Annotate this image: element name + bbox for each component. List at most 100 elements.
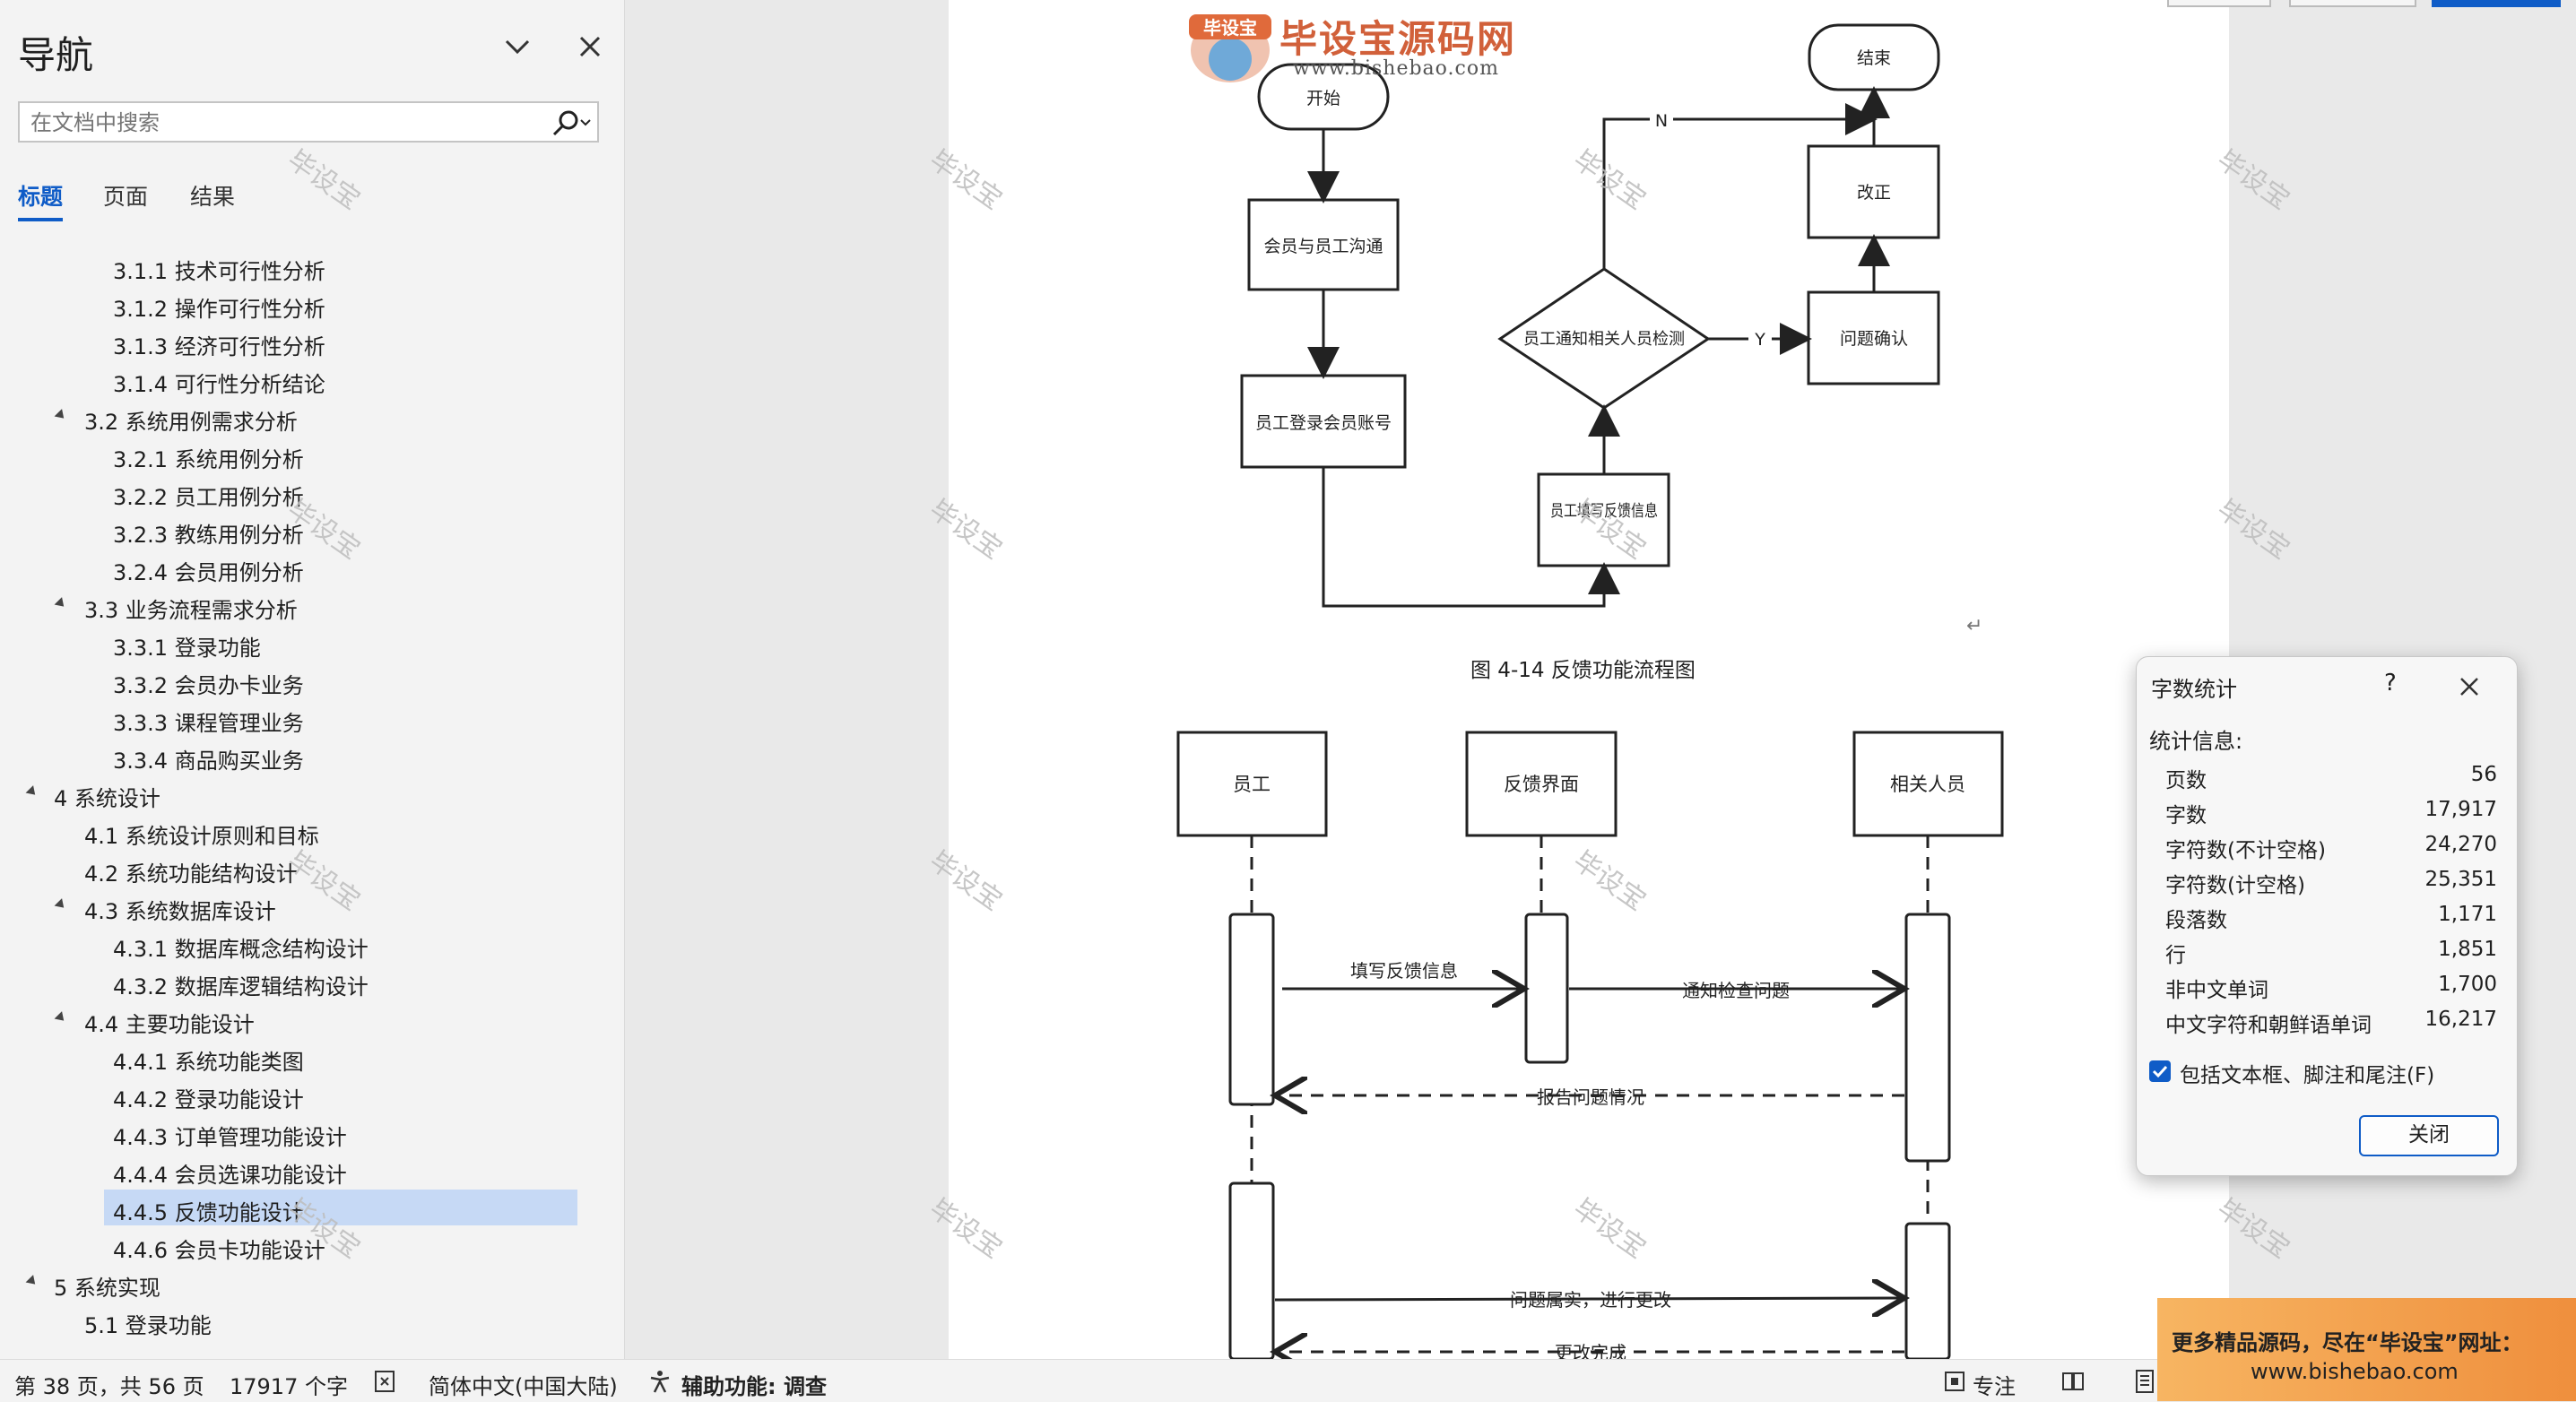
- tab-results[interactable]: 结果: [190, 184, 236, 210]
- focus-icon[interactable]: [1942, 1369, 1967, 1394]
- toc-item-label: 3.2.4 会员用例分析: [113, 560, 304, 585]
- tab-headings[interactable]: 标题: [18, 184, 64, 210]
- toc-item[interactable]: 4.4.4 会员选课功能设计: [0, 1152, 624, 1190]
- stat-label: 字符数(计空格): [2165, 874, 2305, 897]
- watermark-logo: 毕设宝: [1184, 7, 1542, 86]
- toc-item[interactable]: 3.3 业务流程需求分析: [0, 587, 624, 625]
- page-count[interactable]: 第 38 页，共 56 页: [14, 1374, 204, 1399]
- ad-url: www.bishebao.com: [2251, 1359, 2459, 1384]
- toc-item[interactable]: 4.4.2 登录功能设计: [0, 1077, 624, 1114]
- toc-item-label: 3.1.2 操作可行性分析: [113, 297, 325, 322]
- toc-item-label: 3.2 系统用例需求分析: [84, 410, 298, 435]
- chevron-down-icon[interactable]: [498, 27, 537, 66]
- toc-item[interactable]: 5 系统实现: [0, 1265, 624, 1302]
- toc-item[interactable]: 4.1 系统设计原则和目标: [0, 813, 624, 851]
- word-count[interactable]: 17917 个字: [230, 1374, 348, 1399]
- stat-value: 24,270: [2424, 833, 2497, 856]
- toc-item-label: 3.1.4 可行性分析结论: [113, 372, 325, 397]
- toc-item[interactable]: 4.4.6 会员卡功能设计: [0, 1227, 624, 1265]
- document-top-edge: [949, 0, 2229, 9]
- ad-banner: 更多精品源码，尽在“毕设宝”网址： www.bishebao.com: [2157, 1298, 2576, 1401]
- toc-item[interactable]: 3.3.1 登录功能: [0, 625, 624, 662]
- stat-value: 1,700: [2438, 973, 2497, 996]
- help-icon[interactable]: ?: [2384, 670, 2397, 697]
- toc-item-label: 5 系统实现: [54, 1276, 160, 1301]
- toc-item[interactable]: 3.3.3 课程管理业务: [0, 700, 624, 738]
- toc-item[interactable]: 3.2 系统用例需求分析: [0, 399, 624, 437]
- toc-item[interactable]: 5.1 登录功能: [0, 1302, 624, 1340]
- toc-item-label: 4.4.5 反馈功能设计: [113, 1200, 304, 1225]
- stat-label: 字符数(不计空格): [2165, 839, 2326, 862]
- toc-item[interactable]: 3.2.4 会员用例分析: [0, 550, 624, 587]
- expand-triangle-icon[interactable]: [54, 1011, 68, 1025]
- toc-item[interactable]: 3.2.1 系统用例分析: [0, 437, 624, 474]
- stat-value: 1,171: [2438, 903, 2497, 926]
- toc-item[interactable]: 4 系统设计: [0, 775, 624, 813]
- toc-item-label: 3.3.3 课程管理业务: [113, 711, 304, 736]
- accessibility-status[interactable]: 辅助功能: 调查: [681, 1374, 827, 1399]
- search-input[interactable]: [29, 108, 534, 138]
- expand-triangle-icon[interactable]: [25, 1275, 39, 1288]
- include-textboxes-checkbox[interactable]: [2149, 1060, 2171, 1082]
- toc-item-label: 3.1.1 技术可行性分析: [113, 259, 325, 284]
- toc-item[interactable]: 3.1.3 经济可行性分析: [0, 324, 624, 361]
- toc-item[interactable]: 3.1.2 操作可行性分析: [0, 286, 624, 324]
- stat-label: 段落数: [2165, 909, 2227, 932]
- stat-row: 段落数 1,171: [2165, 903, 2497, 937]
- toc-item-label: 4.2 系统功能结构设计: [84, 861, 298, 887]
- language[interactable]: 简体中文(中国大陆): [429, 1374, 618, 1399]
- toc-item[interactable]: 4.3.2 数据库逻辑结构设计: [0, 964, 624, 1001]
- accessibility-icon[interactable]: [647, 1369, 672, 1394]
- toc-item-label: 4.4.4 会员选课功能设计: [113, 1163, 347, 1188]
- ad-line1: 更多精品源码，尽在“毕设宝”网址：: [2172, 1330, 2523, 1355]
- toc-item-label: 4.4.2 登录功能设计: [113, 1087, 304, 1112]
- toc-item[interactable]: 4.4.3 订单管理功能设计: [0, 1114, 624, 1152]
- watermark-logo-url: www.bishebao.com: [1293, 57, 1499, 80]
- toc-item[interactable]: 3.3.4 商品购买业务: [0, 738, 624, 775]
- toc-item-label: 4.3.2 数据库逻辑结构设计: [113, 974, 369, 1000]
- toc-item[interactable]: 4.3 系统数据库设计: [0, 888, 624, 926]
- focus-mode[interactable]: 专注: [1973, 1374, 2016, 1399]
- stat-label: 中文字符和朝鲜语单词: [2165, 1014, 2372, 1037]
- toc-item[interactable]: 4.3.1 数据库概念结构设计: [0, 926, 624, 964]
- toc-item[interactable]: 4.4.5 反馈功能设计: [0, 1190, 624, 1227]
- toc-item[interactable]: 4.4.1 系统功能类图: [0, 1039, 624, 1077]
- toc-item-label: 4.4.3 订单管理功能设计: [113, 1125, 347, 1150]
- toc-item[interactable]: 3.1.4 可行性分析结论: [0, 361, 624, 399]
- expand-triangle-icon[interactable]: [54, 597, 68, 610]
- tab-pages[interactable]: 页面: [103, 184, 149, 210]
- toc-item-label: 4.4.6 会员卡功能设计: [113, 1238, 325, 1263]
- close-icon[interactable]: [2456, 673, 2483, 700]
- toc-item-label: 3.2.3 教练用例分析: [113, 523, 304, 548]
- expand-triangle-icon[interactable]: [54, 409, 68, 422]
- search-box: [18, 101, 599, 143]
- toc-item[interactable]: 3.3.2 会员办卡业务: [0, 662, 624, 700]
- document-page[interactable]: [949, 9, 2229, 1359]
- toc-item[interactable]: 4.2 系统功能结构设计: [0, 851, 624, 888]
- toc-item-label: 4.1 系统设计原则和目标: [84, 824, 319, 849]
- toc-item-label: 3.2.2 员工用例分析: [113, 485, 304, 510]
- toc-item[interactable]: 4.4 主要功能设计: [0, 1001, 624, 1039]
- expand-triangle-icon[interactable]: [25, 785, 39, 799]
- search-icon[interactable]: [549, 108, 594, 137]
- close-button[interactable]: 关闭: [2359, 1115, 2499, 1156]
- toc-item[interactable]: 3.2.2 员工用例分析: [0, 474, 624, 512]
- toc-item[interactable]: 3.1.1 技术可行性分析: [0, 248, 624, 286]
- include-textboxes-label: 包括文本框、脚注和尾注(F): [2180, 1064, 2435, 1087]
- close-icon[interactable]: [570, 27, 610, 66]
- read-mode-icon[interactable]: [2060, 1369, 2086, 1394]
- expand-triangle-icon[interactable]: [54, 898, 68, 912]
- stat-row: 字符数(不计空格) 24,270: [2165, 833, 2497, 867]
- print-layout-icon[interactable]: [2132, 1369, 2157, 1394]
- toc-item[interactable]: 3.2.3 教练用例分析: [0, 512, 624, 550]
- toc-item-label: 4.3 系统数据库设计: [84, 899, 276, 924]
- toc-item-label: 5.1 登录功能: [84, 1313, 212, 1338]
- proofing-icon[interactable]: [373, 1369, 398, 1394]
